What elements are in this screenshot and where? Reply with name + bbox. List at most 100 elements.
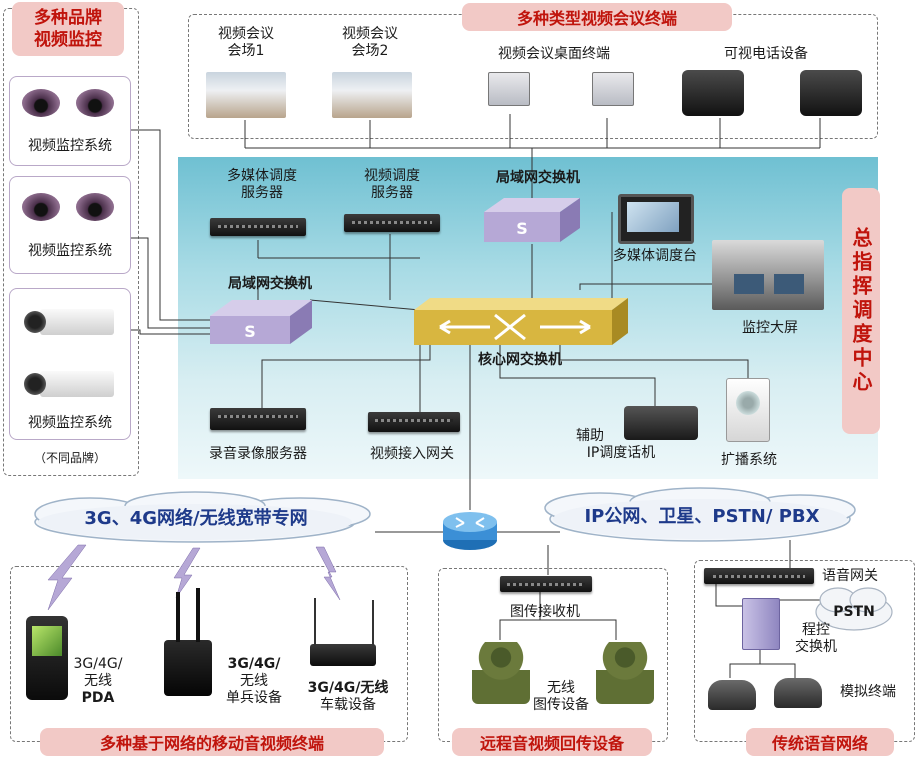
videophone-label: 可视电话设备 xyxy=(724,46,808,62)
soldier-device-label: 3G/4G/ 无线 单兵设备 xyxy=(214,656,294,707)
antenna-icon xyxy=(196,588,200,642)
brand-monitor-title: 多种品牌 视频监控 xyxy=(12,2,124,56)
video-gateway-label: 视频接入网关 xyxy=(370,446,454,462)
different-brands-note: （不同品牌） xyxy=(33,451,106,465)
mm-console-label: 多媒体调度台 xyxy=(613,248,697,264)
video-server-line1: 视频调度 xyxy=(364,168,420,184)
antenna-icon xyxy=(176,592,180,642)
soldier-line3: 单兵设备 xyxy=(226,690,282,706)
desktop-computer-icon xyxy=(488,72,530,106)
vc-venue2-line1: 视频会议 xyxy=(342,26,398,42)
console-screen-icon xyxy=(627,202,679,232)
wireless-transmitter-line1: 无线 xyxy=(547,680,575,696)
dome-camera-icon xyxy=(76,193,114,221)
vehicle-device-label: 3G/4G/无线 车载设备 xyxy=(296,680,400,714)
dome-camera-icon xyxy=(22,193,60,221)
ip-phone-label: 辅助 IP调度话机 xyxy=(566,428,676,462)
pbx-cabinet-icon xyxy=(742,598,780,650)
pda-label: 3G/4G/ 无线 PDA xyxy=(66,656,130,707)
lan-switch-left-icon: S xyxy=(210,300,312,344)
analog-phone-icon xyxy=(774,678,822,708)
soldier-transmitter-icon xyxy=(472,642,530,704)
svg-text:S: S xyxy=(516,219,528,238)
box-camera-icon xyxy=(40,371,114,397)
dome-camera-icon xyxy=(76,89,114,117)
ip-phone-icon xyxy=(624,406,698,440)
command-center-title: 总指挥调度中心 xyxy=(842,188,880,434)
mm-server-label: 多媒体调度 服务器 xyxy=(214,168,310,202)
conference-room-photo xyxy=(206,72,286,118)
pbx-label: 程控 交换机 xyxy=(784,622,848,656)
video-gateway-icon xyxy=(368,412,460,432)
ip-phone-line1: 辅助 xyxy=(576,428,604,444)
image-receiver-icon xyxy=(500,576,592,592)
antenna-icon xyxy=(314,598,316,646)
lan-switch-left-label: 局域网交换机 xyxy=(228,276,312,292)
video-server-line2: 服务器 xyxy=(371,185,413,201)
mm-server-line2: 服务器 xyxy=(241,185,283,201)
desktop-computer-icon xyxy=(592,72,634,106)
big-screen-photo xyxy=(712,240,824,310)
vc-venue2-label: 视频会议 会场2 xyxy=(330,26,410,60)
voice-gateway-label: 语音网关 xyxy=(822,568,878,584)
soldier-line1: 3G/4G/ xyxy=(227,656,281,672)
voice-gateway-icon xyxy=(704,568,814,584)
mm-server-icon xyxy=(210,218,306,236)
ip-phone-line2: IP调度话机 xyxy=(586,445,656,461)
pda-screen-icon xyxy=(32,626,62,656)
router-icon xyxy=(443,512,497,550)
camera-group-1 xyxy=(9,76,131,166)
vc-venue1-line1: 视频会议 xyxy=(218,26,274,42)
soldier-transmitter-icon xyxy=(596,642,654,704)
wireless-network-label: 3G、4G网络/无线宽带专网 xyxy=(84,508,308,529)
public-network-label: IP公网、卫星、PSTN/ PBX xyxy=(584,506,820,527)
mm-console-icon xyxy=(618,194,694,244)
big-screen-panel xyxy=(734,274,764,294)
pda-line2: 无线 xyxy=(84,673,112,689)
image-receiver-label: 图传接收机 xyxy=(510,604,580,620)
remote-devices-title: 远程音视频回传设备 xyxy=(452,728,652,756)
wireless-transmitter-label: 无线 图传设备 xyxy=(516,680,606,714)
box-camera-icon xyxy=(40,309,114,335)
video-server-icon xyxy=(344,214,440,232)
speaker-grille-icon xyxy=(736,391,760,415)
monitor-system-label-2: 视频监控系统 xyxy=(28,243,112,259)
antenna-icon xyxy=(372,600,374,646)
recording-server-label: 录音录像服务器 xyxy=(209,446,307,462)
pda-icon xyxy=(26,616,68,700)
videophone-icon xyxy=(800,70,862,116)
vehicle-device-icon xyxy=(310,644,376,666)
brand-monitor-title-line2: 视频监控 xyxy=(34,30,102,50)
core-switch-icon xyxy=(414,298,628,345)
pstn-label: PSTN xyxy=(833,604,875,620)
wireless-transmitter-line2: 图传设备 xyxy=(533,697,589,713)
pda-line3: PDA xyxy=(81,690,115,706)
big-screen-panel xyxy=(774,274,804,294)
camera-group-2 xyxy=(9,176,131,274)
dome-camera-icon xyxy=(22,89,60,117)
pbx-line2: 交换机 xyxy=(795,639,837,655)
vc-venue2-line2: 会场2 xyxy=(351,43,389,59)
monitor-system-label-1: 视频监控系统 xyxy=(28,138,112,154)
mm-server-line1: 多媒体调度 xyxy=(227,168,297,184)
lan-switch-top-label: 局域网交换机 xyxy=(496,170,580,186)
brand-monitor-title-line1: 多种品牌 xyxy=(34,8,102,28)
vc-venue1-label: 视频会议 会场1 xyxy=(206,26,286,60)
core-switch-label: 核心网交换机 xyxy=(478,352,562,368)
conference-room-photo xyxy=(332,72,412,118)
big-screen-label: 监控大屏 xyxy=(742,320,798,336)
mobile-terminals-title: 多种基于网络的移动音视频终端 xyxy=(40,728,384,756)
camera-lens-icon xyxy=(24,311,46,333)
vc-desktop-label: 视频会议桌面终端 xyxy=(498,46,610,62)
videophone-icon xyxy=(682,70,744,116)
video-server-label: 视频调度 服务器 xyxy=(344,168,440,202)
soldier-device-icon xyxy=(164,640,212,696)
broadcast-label: 扩播系统 xyxy=(721,452,777,468)
vc-terminals-title: 多种类型视频会议终端 xyxy=(462,3,732,31)
vehicle-line1: 3G/4G/无线 xyxy=(307,680,389,696)
camera-lens-icon xyxy=(24,373,46,395)
soldier-line2: 无线 xyxy=(240,673,268,689)
pbx-line1: 程控 xyxy=(802,622,830,638)
voice-network-title: 传统语音网络 xyxy=(746,728,894,756)
